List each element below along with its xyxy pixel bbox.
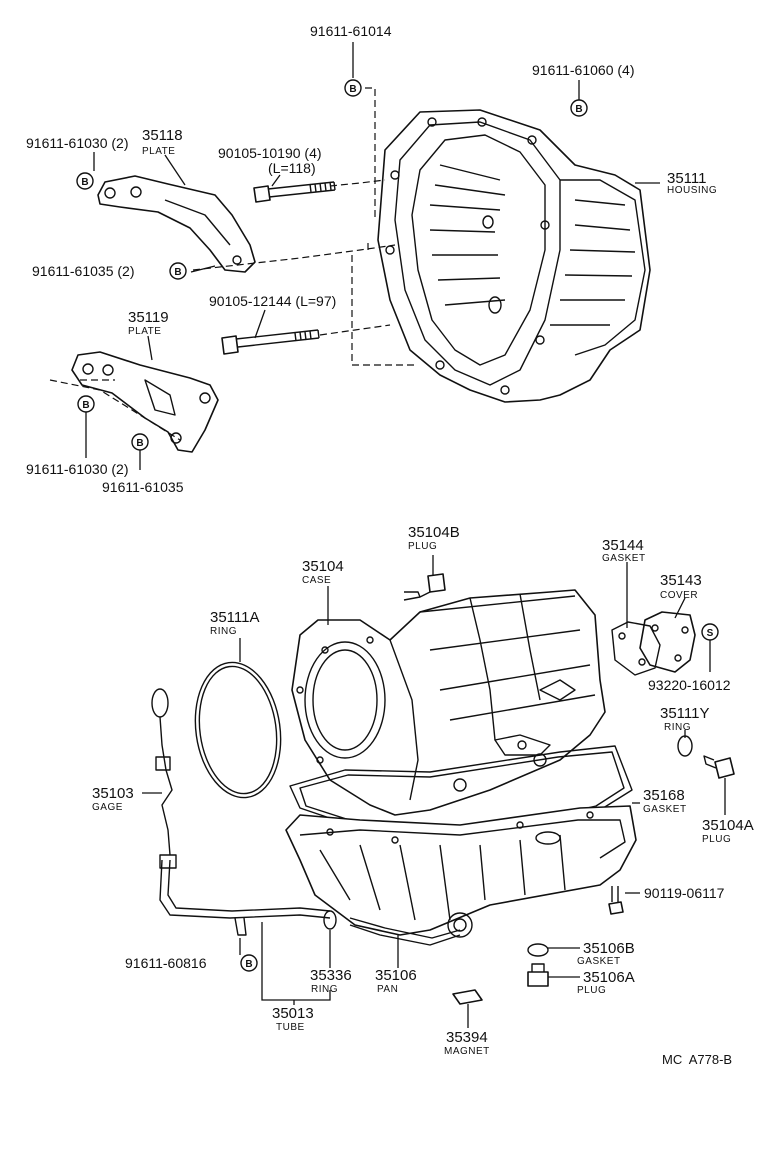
label-35144: 35144 <box>602 537 644 554</box>
label-35013: 35013 <box>272 1005 314 1022</box>
label-35104a: 35104A <box>702 817 754 834</box>
b-marker-91611-61030-top: B <box>76 172 94 190</box>
b-marker-letter: B <box>81 177 88 188</box>
lower-leader-lines <box>142 555 726 1028</box>
label-91611-61030-top: 91611-61030 (2) <box>26 135 128 151</box>
s-marker-letter: S <box>707 628 714 639</box>
gasket-35106b-illustration <box>527 943 549 957</box>
s-marker-93220-16012: S <box>701 623 719 641</box>
name-pan: PAN <box>377 984 398 995</box>
b-marker-letter: B <box>82 400 89 411</box>
gage-35103-illustration <box>151 688 173 856</box>
plate-35119-illustration <box>71 351 219 453</box>
name-tube: TUBE <box>276 1022 305 1033</box>
label-91611-61014: 91611-61014 <box>310 23 392 39</box>
label-35104b: 35104B <box>408 524 460 541</box>
upper-leader-lines <box>49 42 660 470</box>
name-ring-35111a: RING <box>210 626 237 637</box>
ring-35111a-illustration <box>194 661 282 799</box>
label-91611-60816: 91611-60816 <box>125 955 207 971</box>
label-35111y: 35111Y <box>660 705 710 722</box>
b-marker-91611-60816: B <box>240 954 258 972</box>
bolt-90105-10190-illustration <box>253 181 336 203</box>
label-35106a: 35106A <box>583 969 635 986</box>
label-90105-10190: 90105-10190 (4) <box>218 145 322 161</box>
name-gasket-35168: GASKET <box>643 804 687 815</box>
bolt-90105-12144-illustration <box>221 329 320 355</box>
bolt-90119-06117-illustration <box>608 886 624 915</box>
label-35104: 35104 <box>302 558 344 575</box>
name-case: CASE <box>302 575 331 586</box>
label-91611-61060: 91611-61060 (4) <box>532 62 634 78</box>
name-gage: GAGE <box>92 802 123 813</box>
label-35106: 35106 <box>375 967 417 984</box>
b-marker-letter: B <box>245 959 252 970</box>
name-plate-35119: PLATE <box>128 326 161 337</box>
name-ring-35111y: RING <box>664 722 691 733</box>
label-91611-61030-bot: 91611-61030 (2) <box>26 461 128 477</box>
label-35168: 35168 <box>643 787 685 804</box>
label-93220-16012: 93220-16012 <box>648 677 731 693</box>
name-plug-35106a: PLUG <box>577 985 606 996</box>
plate-35118-illustration <box>97 175 256 273</box>
label-91611-61035-bot: 91611-61035 <box>102 479 184 495</box>
b-marker-91611-61035-top: B <box>169 262 187 280</box>
b-marker-letter: B <box>174 267 181 278</box>
label-91611-61035-top: 91611-61035 (2) <box>32 263 134 279</box>
name-magnet: MAGNET <box>444 1046 490 1057</box>
label-90105-12144: 90105-12144 (L=97) <box>209 293 336 309</box>
label-35106b: 35106B <box>583 940 635 957</box>
b-marker-letter: B <box>575 104 582 115</box>
name-cover: COVER <box>660 590 698 601</box>
housing-illustration <box>377 109 651 403</box>
case-35104-illustration <box>291 589 606 816</box>
label-35143: 35143 <box>660 572 702 589</box>
pan-35106-illustration <box>285 805 637 938</box>
plug-35104b-illustration <box>403 573 446 601</box>
name-plug-35104b: PLUG <box>408 541 437 552</box>
b-marker-91611-61030-bot: B <box>77 395 95 413</box>
b-marker-91611-61014: B <box>344 79 362 97</box>
gasket-35144-illustration <box>611 621 661 676</box>
magnet-35394-illustration <box>452 989 483 1005</box>
name-plug-35104a: PLUG <box>702 834 731 845</box>
name-housing: HOUSING <box>667 185 717 196</box>
label-35111a: 35111A <box>210 609 260 626</box>
name-gasket-35144: GASKET <box>602 553 646 564</box>
b-marker-letter: B <box>349 84 356 95</box>
label-35103: 35103 <box>92 785 134 802</box>
tube-35013-illustration <box>159 854 461 946</box>
label-35111: 35111 <box>667 170 707 187</box>
note-90105-10190: (L=118) <box>268 160 316 176</box>
label-35118: 35118 <box>142 127 183 144</box>
name-gasket-35106b: GASKET <box>577 956 621 967</box>
label-35394: 35394 <box>446 1029 488 1046</box>
ring-35111y-illustration <box>677 735 693 757</box>
label-35119: 35119 <box>128 309 169 326</box>
cover-35143-illustration <box>639 611 696 673</box>
label-90119-06117: 90119-06117 <box>644 885 725 901</box>
name-plate-35118: PLATE <box>142 146 175 157</box>
ring-35336-illustration <box>323 910 337 930</box>
b-marker-91611-61060: B <box>570 99 588 117</box>
name-ring-35336: RING <box>311 984 338 995</box>
plug-35104a-illustration <box>703 755 735 779</box>
plug-35106a-illustration <box>527 963 549 987</box>
b-marker-91611-61035-bot: B <box>131 433 149 451</box>
label-35336: 35336 <box>310 967 352 984</box>
b-marker-circle <box>344 79 362 97</box>
diagram-code: MC A778-B <box>662 1052 732 1067</box>
b-marker-letter: B <box>136 438 143 449</box>
